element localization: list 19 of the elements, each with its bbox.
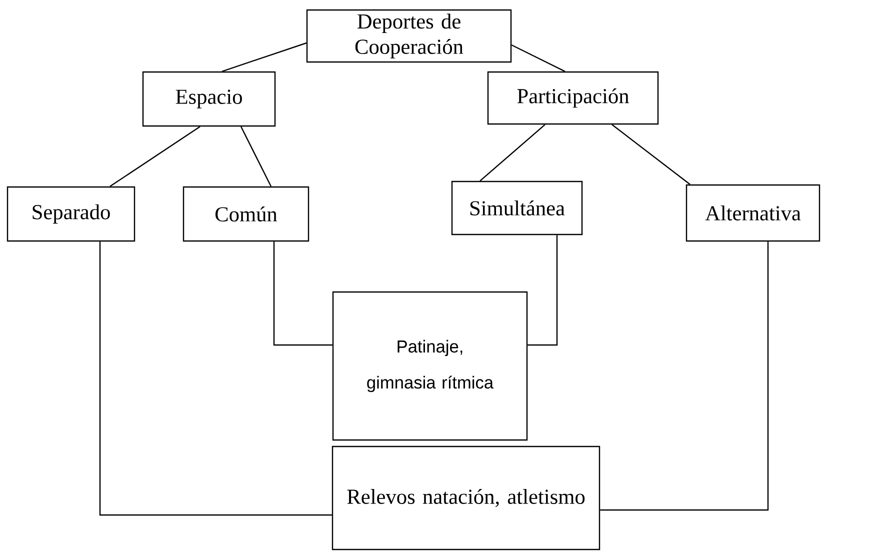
text-box: Simultánea — [451, 180, 583, 236]
text-box: Espacio — [142, 71, 276, 127]
text-box: Participación — [487, 71, 659, 125]
text-box: Alternativa — [686, 184, 820, 242]
connector-line — [99, 242, 332, 516]
connector-line — [511, 44, 566, 72]
connector-line — [612, 124, 690, 185]
connector-line — [480, 124, 546, 182]
connector-line — [273, 242, 332, 346]
text-box: Deportes de Cooperación — [306, 9, 512, 63]
connector-line — [110, 126, 200, 187]
connector-line — [240, 126, 272, 187]
text-box: Patinaje, gimnasia rítmica — [332, 291, 528, 441]
connector-line — [600, 242, 769, 511]
text-box: Separado — [6, 186, 136, 242]
connector-line — [222, 42, 307, 72]
connector-line — [528, 235, 558, 346]
text-box: Relevos natación, atletismo — [332, 446, 600, 550]
text-box: Común — [182, 186, 310, 242]
